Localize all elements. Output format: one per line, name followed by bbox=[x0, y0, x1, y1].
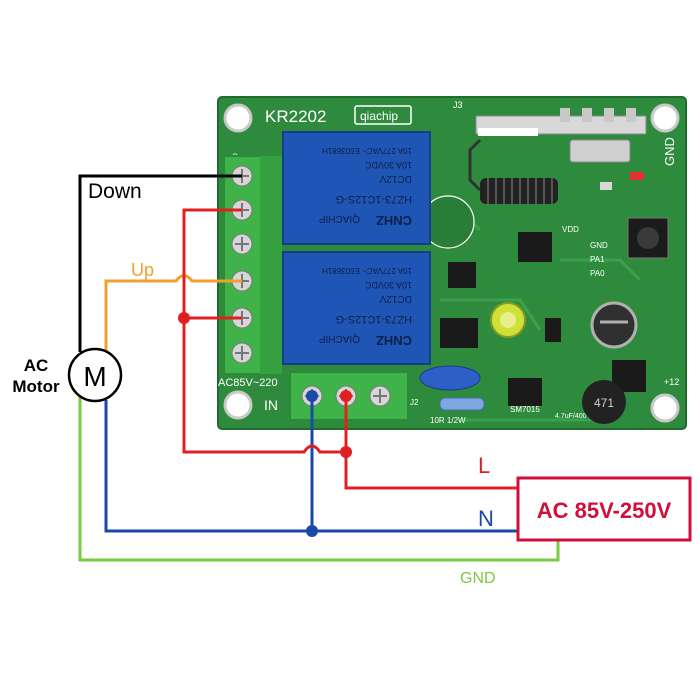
relay-rating1: 10A 30VDC bbox=[364, 280, 412, 290]
mounting-hole bbox=[650, 103, 680, 133]
relay-coil: DC12V bbox=[379, 293, 412, 304]
antenna-coil bbox=[468, 138, 558, 204]
pin-silk-pa0: PA0 bbox=[590, 269, 605, 278]
ground-label: GND bbox=[460, 570, 496, 587]
ac-source: AC 85V-250V bbox=[516, 476, 692, 542]
terminal-screw bbox=[231, 233, 253, 255]
relay-coil: DC12V bbox=[379, 173, 412, 184]
resistor-silk: 10R 1/2W bbox=[430, 416, 466, 425]
power-resistor bbox=[439, 397, 485, 411]
pin-silk-pa1: PA1 bbox=[590, 255, 605, 264]
motor-symbol: M bbox=[83, 361, 106, 392]
led bbox=[630, 172, 644, 180]
inductor: 471 bbox=[582, 380, 626, 424]
wire-down bbox=[78, 174, 242, 352]
terminal-screw bbox=[231, 342, 253, 364]
electrolytic-capacitor bbox=[590, 301, 638, 349]
smd-part bbox=[600, 182, 612, 190]
motor-label-line1: AC bbox=[24, 356, 49, 375]
wire-junction bbox=[178, 312, 190, 324]
wire-junction bbox=[306, 525, 318, 537]
relay-model: HZ73-1C12S-G bbox=[336, 313, 412, 325]
ac-source-label: AC 85V-250V bbox=[537, 498, 672, 523]
smd-part bbox=[545, 318, 561, 342]
ic-chip bbox=[440, 318, 478, 348]
relay-brand2: QIACHIP bbox=[319, 333, 360, 344]
board-brand: qiachip bbox=[360, 109, 398, 123]
rf-header bbox=[475, 108, 647, 163]
output-terminal-block bbox=[223, 155, 282, 375]
wire-neutral bbox=[104, 396, 518, 533]
wire-live bbox=[344, 396, 518, 490]
electrolytic-capacitor bbox=[490, 302, 526, 338]
relay-rating1: 10A 30VDC bbox=[364, 160, 412, 170]
ac-source-box bbox=[516, 476, 692, 542]
pin-silk-gnd: GND bbox=[590, 241, 608, 250]
gnd-silk: GND bbox=[662, 137, 677, 166]
vdd-silk: VDD bbox=[562, 225, 579, 234]
relay-brand: CNHZ bbox=[376, 333, 412, 348]
relay-1: CNHZ QIACHIP HZ73-1C12S-G DC12V 10A 30VD… bbox=[282, 131, 431, 245]
wire-ground bbox=[78, 390, 560, 562]
mounting-hole bbox=[650, 393, 680, 423]
up-label: Up bbox=[131, 260, 154, 280]
terminal-screw bbox=[369, 385, 391, 407]
ic-chip bbox=[448, 262, 476, 288]
relay-rating2: 10A 277VAC~ E503681H bbox=[322, 146, 412, 155]
ic-chip bbox=[508, 378, 542, 406]
connector-label: J2 bbox=[410, 398, 419, 407]
wire-live-common bbox=[182, 208, 346, 454]
ic-chip bbox=[518, 232, 552, 262]
relay-model: HZ73-1C12S-G bbox=[336, 193, 412, 205]
wire-junction bbox=[340, 390, 352, 402]
board-model: KR2202 bbox=[265, 107, 326, 126]
relay-rating2: 10A 277VAC~ E503681H bbox=[322, 266, 412, 275]
relay-2: CNHZ QIACHIP HZ73-1C12S-G DC12V 10A 30VD… bbox=[282, 251, 431, 365]
motor-label-line2: Motor bbox=[12, 377, 60, 396]
plus12-silk: +12 bbox=[664, 377, 679, 387]
voltage-silk: AC85V~220 bbox=[218, 377, 278, 389]
neutral-label: N bbox=[478, 506, 494, 531]
tact-switch bbox=[627, 217, 669, 259]
motor-symbol-circle bbox=[67, 347, 123, 403]
relay-brand: CNHZ bbox=[376, 213, 412, 228]
wire-junction bbox=[306, 390, 318, 402]
mounting-hole bbox=[223, 103, 253, 133]
regulator-silk: SM7015 bbox=[510, 405, 540, 414]
inductor-code: 471 bbox=[594, 396, 614, 410]
live-label: L bbox=[478, 453, 490, 478]
cap-silk: 4.7uF/400V bbox=[555, 413, 592, 420]
wire-junction bbox=[340, 446, 352, 458]
relay-brand2: QIACHIP bbox=[319, 213, 360, 224]
input-silk: IN bbox=[264, 397, 278, 413]
down-label: Down bbox=[88, 180, 142, 203]
brand-box bbox=[354, 105, 412, 125]
y-capacitor bbox=[419, 365, 481, 391]
header-label: J3 bbox=[453, 100, 463, 110]
mounting-hole bbox=[223, 390, 253, 420]
ac-motor: M bbox=[67, 347, 123, 403]
